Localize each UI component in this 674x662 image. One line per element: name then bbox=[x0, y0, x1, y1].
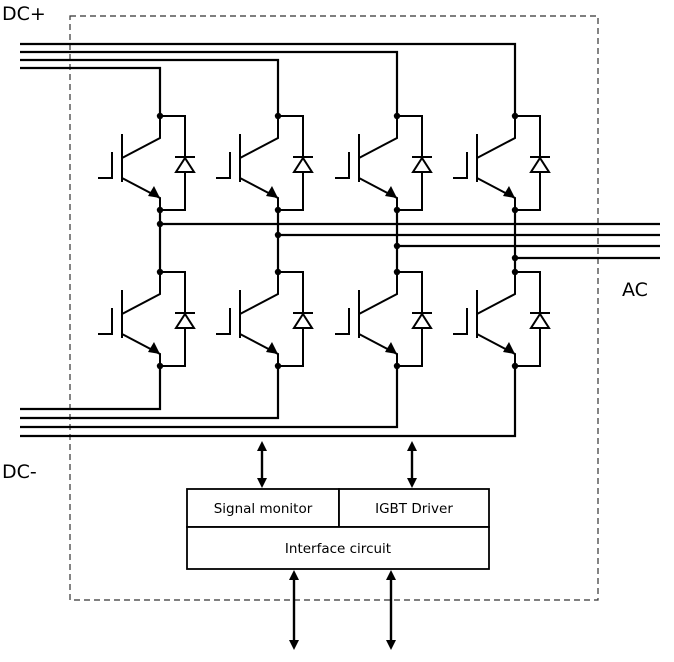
switch-cell bbox=[335, 115, 433, 211]
dc-plus-rail bbox=[20, 50, 399, 116]
igbt-gate bbox=[216, 152, 231, 179]
emitter-arrow bbox=[148, 342, 160, 354]
dc-minus-rail bbox=[20, 366, 517, 438]
module-boundary bbox=[69, 15, 599, 601]
junction-dot bbox=[274, 362, 282, 370]
junction-dot bbox=[156, 362, 164, 370]
collector-lead bbox=[476, 272, 516, 315]
junction-dot bbox=[156, 268, 164, 276]
collector-lead bbox=[358, 272, 398, 315]
signal-monitor-label: Signal monitor bbox=[214, 501, 313, 517]
switch-cell bbox=[216, 115, 314, 211]
emitter-arrow bbox=[503, 342, 515, 354]
diode-triangle bbox=[529, 312, 551, 329]
dc-minus-rail bbox=[20, 366, 280, 420]
igbt-gate bbox=[98, 308, 113, 335]
igbt-driver-label: IGBT Driver bbox=[375, 501, 453, 517]
junction-dot bbox=[156, 112, 164, 120]
junction-dots bbox=[156, 112, 519, 370]
dc-minus-rail bbox=[20, 366, 162, 411]
switch-cell-lower bbox=[453, 271, 551, 367]
control-blocks: Signal monitor IGBT Driver Interface cir… bbox=[186, 488, 490, 570]
junction-dot bbox=[393, 112, 401, 120]
collector-lead bbox=[239, 272, 279, 315]
collector-lead bbox=[239, 116, 279, 159]
junction-dot bbox=[511, 112, 519, 120]
emitter-arrow bbox=[266, 342, 278, 354]
collector-lead bbox=[476, 116, 516, 159]
collector-lead bbox=[121, 272, 161, 315]
dc-plus-rail bbox=[20, 66, 162, 116]
junction-dot bbox=[511, 254, 519, 262]
igbt-gate bbox=[453, 308, 468, 335]
igbt-gate bbox=[98, 152, 113, 179]
igbt-gate bbox=[335, 308, 350, 335]
emitter-arrow bbox=[148, 186, 160, 198]
switch-cell bbox=[98, 115, 196, 211]
junction-dot bbox=[274, 231, 282, 239]
signal-monitor-block bbox=[186, 488, 340, 528]
junction-dot bbox=[156, 206, 164, 214]
dc-minus-rail bbox=[20, 366, 399, 429]
switch-cell-lower bbox=[216, 271, 314, 367]
junction-dot bbox=[511, 268, 519, 276]
junction-dot bbox=[274, 206, 282, 214]
diode-triangle bbox=[174, 156, 196, 173]
diode-triangle bbox=[292, 156, 314, 173]
junction-dot bbox=[511, 362, 519, 370]
dc-plus-rail bbox=[20, 42, 517, 116]
dc-plus-label: DC+ bbox=[2, 3, 46, 25]
switch-cell-lower bbox=[98, 271, 196, 367]
junction-dot bbox=[393, 362, 401, 370]
junction-dot bbox=[393, 268, 401, 276]
junction-dot bbox=[393, 206, 401, 214]
dc-plus-rail bbox=[20, 58, 280, 116]
emitter-arrow bbox=[503, 186, 515, 198]
signal-arrows bbox=[257, 441, 417, 650]
switch-cell bbox=[453, 115, 551, 211]
junction-dot bbox=[393, 242, 401, 250]
diode-triangle bbox=[529, 156, 551, 173]
emitter-arrow bbox=[266, 186, 278, 198]
switch-cell-lower bbox=[335, 271, 433, 367]
junction-dot bbox=[156, 220, 164, 228]
igbt-gate bbox=[335, 152, 350, 179]
diode-triangle bbox=[292, 312, 314, 329]
junction-dot bbox=[274, 268, 282, 276]
collector-lead bbox=[358, 116, 398, 159]
interface-circuit-block bbox=[186, 526, 490, 570]
junction-dot bbox=[511, 206, 519, 214]
igbt-gate bbox=[216, 308, 231, 335]
interface-circuit-label: Interface circuit bbox=[285, 541, 391, 557]
collector-lead bbox=[121, 116, 161, 159]
diode-triangle bbox=[411, 156, 433, 173]
switch-cells bbox=[98, 115, 551, 367]
dc-minus-label: DC- bbox=[2, 461, 37, 483]
diode-triangle bbox=[174, 312, 196, 329]
ac-label: AC bbox=[622, 279, 648, 301]
bus-lines bbox=[20, 42, 660, 438]
emitter-arrow bbox=[385, 186, 397, 198]
diode-triangle bbox=[411, 312, 433, 329]
igbt-gate bbox=[453, 152, 468, 179]
emitter-arrow bbox=[385, 342, 397, 354]
junction-dot bbox=[274, 112, 282, 120]
